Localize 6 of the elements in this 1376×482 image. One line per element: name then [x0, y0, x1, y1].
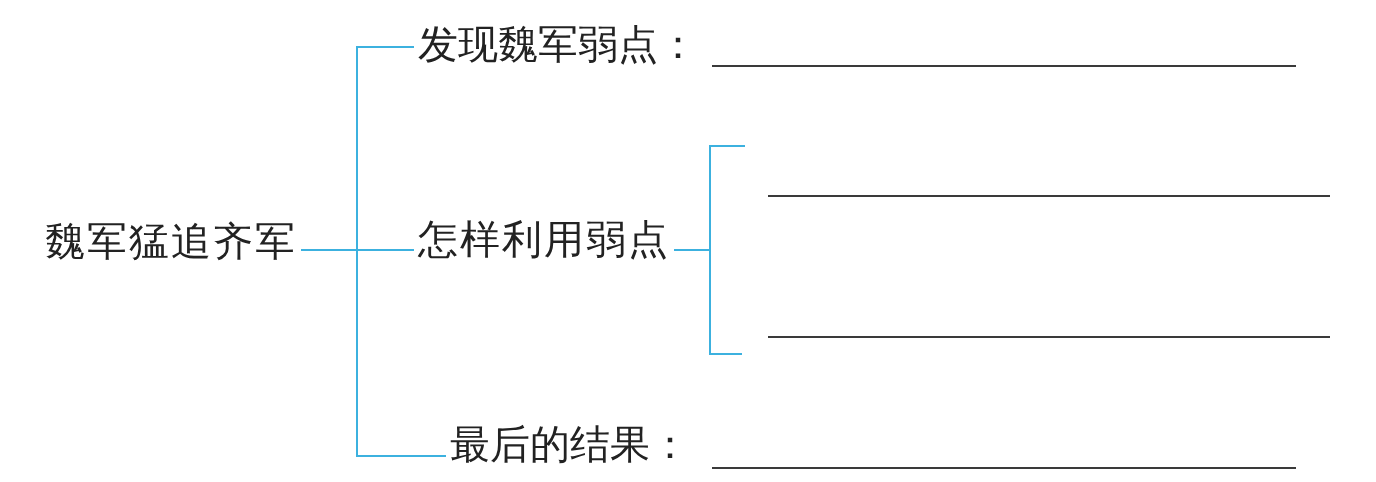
- branch-text: 怎样利用弱点: [418, 218, 670, 262]
- bracket-connector: [673, 249, 743, 355]
- branch-text: 最后的结果：: [450, 423, 690, 467]
- branch-text: 发现魏军弱点：: [418, 23, 698, 67]
- bracket-connector: [300, 249, 447, 457]
- topic-text: 魏军猛追齐军: [45, 220, 297, 264]
